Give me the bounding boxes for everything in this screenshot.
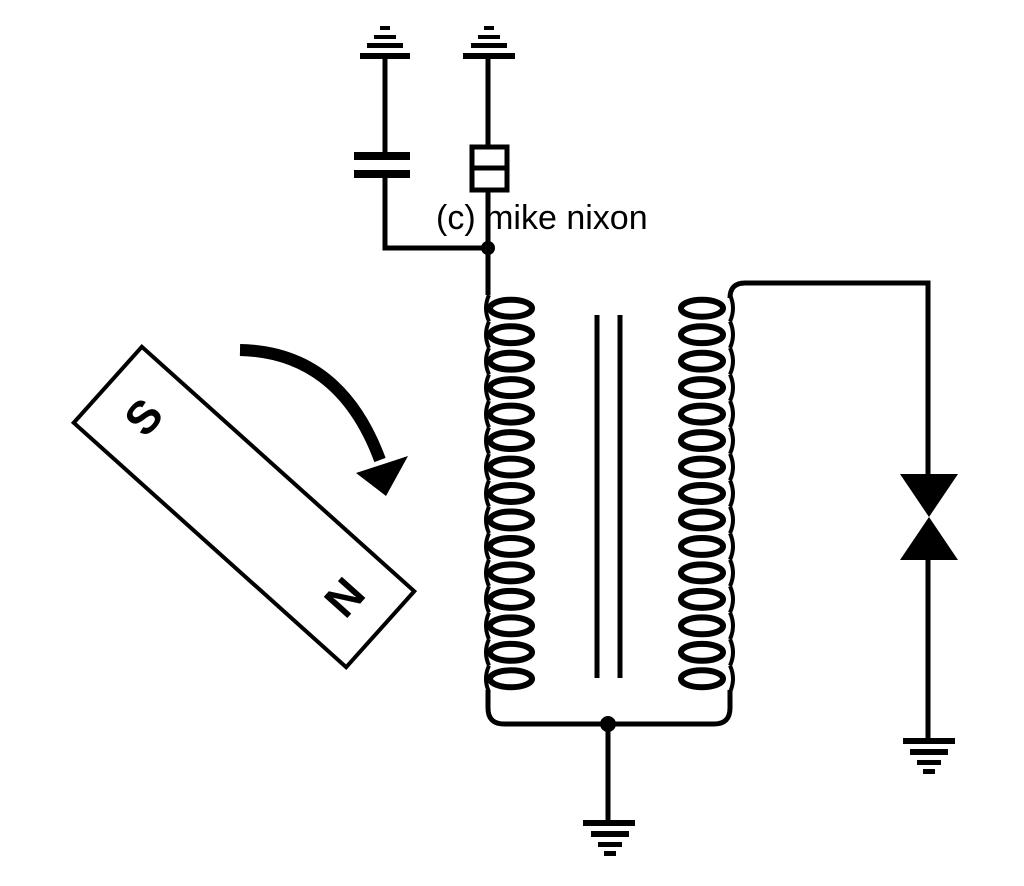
secondary-coil [678,294,735,693]
crystal-component [469,144,510,193]
coil-winding [678,376,726,400]
coil-winding [678,534,726,558]
coil-wire-segment [484,320,491,349]
wire-capacitor [382,56,488,251]
coil-winding [487,587,535,611]
coil-winding [678,349,726,373]
credit-text: (c) mike nixon [436,199,648,237]
wire-secondary-output [727,280,931,740]
coil-winding [678,614,726,638]
coil-wire-segment [484,373,491,402]
coil-wire-segment [728,294,735,323]
transformer-core [594,315,623,678]
coil-wire-segment [484,400,491,429]
coil-winding [678,508,726,532]
capacitor [354,152,410,178]
coil-winding [678,482,726,505]
coil-wire-segment [484,532,491,561]
coil-wire-segment [484,585,491,614]
coil-winding [487,561,535,585]
coil-winding [487,614,535,638]
coil-wire-segment [484,479,491,508]
coil-winding [678,429,726,453]
coil-winding [678,455,726,479]
coil-winding [487,376,535,400]
coil-winding [487,640,535,664]
coil-wire-segment [728,347,735,376]
coil-winding [487,667,535,691]
primary-coil [484,294,535,693]
coil-wire-segment [484,558,491,587]
coil-winding [487,482,535,505]
coil-winding [487,508,535,532]
coil-winding [487,429,535,453]
coil-wire-segment [728,373,735,402]
diode-symbol [900,474,958,560]
coil-wire-segment [728,664,735,693]
coil-winding [487,455,535,479]
coil-wire-segment [728,479,735,508]
coil-wire-segment [728,611,735,640]
coil-winding [678,667,726,691]
rotation-arrow-icon [239,344,408,496]
coil-wire-segment [484,452,491,482]
coil-wire-segment [728,426,735,455]
coil-wire-segment [484,664,491,693]
coil-winding [487,323,535,347]
coil-winding [678,296,726,320]
coil-wire-segment [728,452,735,482]
coil-winding [487,402,535,426]
coil-wire-segment [484,611,491,640]
bar-magnet: S N [70,344,418,670]
coil-wire-segment [484,638,491,667]
junction-dot-top [481,241,495,255]
coil-wire-segment [728,638,735,667]
ground-symbol-bottom [583,820,635,856]
coil-wire-segment [728,532,735,561]
coil-wire-segment [484,347,491,376]
coil-wire-segment [728,400,735,429]
coil-winding [678,402,726,426]
coil-winding [678,587,726,611]
coil-wire-segment [728,558,735,587]
coil-winding [487,349,535,373]
coil-winding [678,640,726,664]
coil-wire-segment [728,505,735,535]
coil-winding [487,534,535,558]
coil-wire-segment [728,320,735,349]
coil-winding [487,296,535,320]
ground-symbol-top-left [360,26,410,59]
coil-wire-segment [484,426,491,455]
ground-symbol-top-right [463,26,515,59]
coil-wire-segment [728,585,735,614]
coil-wire-segment [484,294,491,323]
ground-symbol-right [903,738,955,774]
coil-winding [678,323,726,347]
coil-winding [678,561,726,585]
coil-wire-segment [484,505,491,535]
